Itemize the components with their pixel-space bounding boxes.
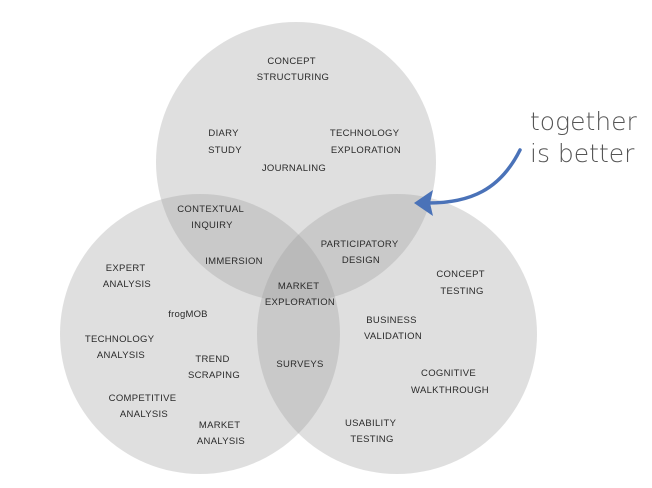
label-cognitive-walkthrough: COGNITIVE WALKTHROUGH — [411, 368, 489, 396]
label-technology-exploration: TECHNOLOGY EXPLORATION — [330, 128, 402, 156]
label-immersion: IMMERSION — [205, 256, 263, 267]
circle-right — [257, 194, 537, 474]
label-concept-structuring: CONCEPT STRUCTURING — [257, 56, 329, 83]
label-usability-testing: USABILITY TESTING — [345, 418, 399, 445]
callout-arrowhead-icon — [414, 190, 433, 216]
callout-line-1: together — [530, 107, 638, 136]
label-participatory-design: PARTICIPATORY DESIGN — [321, 239, 402, 266]
circle-left — [60, 194, 340, 474]
label-concept-testing: CONCEPT TESTING — [436, 269, 487, 297]
label-competitive-analysis: COMPETITIVE ANALYSIS — [109, 393, 180, 420]
circle-top — [156, 22, 436, 302]
label-business-validation: BUSINESS VALIDATION — [364, 315, 422, 342]
callout-arrow-icon — [426, 148, 522, 205]
label-technology-analysis: TECHNOLOGY ANALYSIS — [85, 334, 157, 361]
callout-line-2: is better — [530, 139, 635, 168]
label-contextual-inquiry: CONTEXTUAL INQUIRY — [177, 204, 246, 231]
label-market-analysis: MARKET ANALYSIS — [197, 420, 245, 447]
label-expert-analysis: EXPERT ANALYSIS — [103, 263, 151, 290]
label-market-exploration: MARKET EXPLORATION — [265, 281, 335, 308]
label-frogmob: frogMOB — [168, 309, 207, 320]
label-journaling: JOURNALING — [262, 163, 326, 174]
label-trend-scraping: TREND SCRAPING — [188, 354, 240, 381]
label-surveys: SURVEYS — [276, 359, 323, 370]
label-diary-study: DIARY STUDY — [208, 128, 242, 156]
